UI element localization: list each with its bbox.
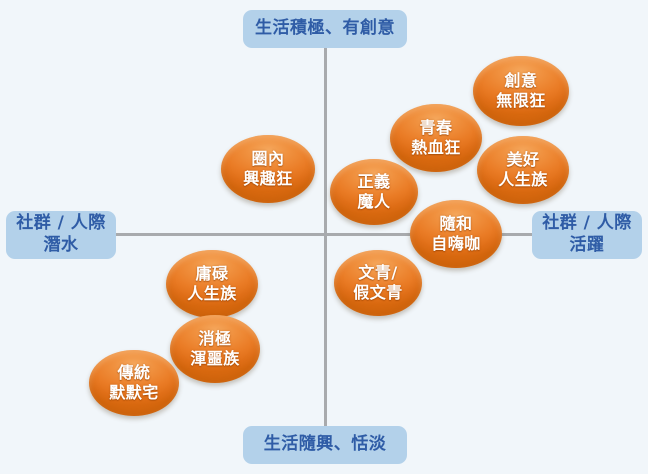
horizontal-axis-line <box>32 233 616 236</box>
axis-label-left-line1: 社群 / 人際 <box>16 213 106 234</box>
bubble-label: 圈內 興趣狂 <box>221 149 315 188</box>
axis-label-top: 生活積極、有創意 <box>243 10 407 48</box>
bubble-label-line2: 自嗨咖 <box>431 234 481 253</box>
bubble-label: 隨和 自嗨咖 <box>410 214 502 253</box>
bubble-quannei[interactable]: 圈內 興趣狂 <box>221 135 315 203</box>
bubble-label-line2: 人生族 <box>187 284 237 303</box>
bubble-meihao[interactable]: 美好 人生族 <box>477 136 569 204</box>
bubble-label-line1: 創意 <box>504 71 538 91</box>
bubble-label: 文青/ 假文青 <box>334 263 422 302</box>
axis-label-left: 社群 / 人際 潛水 <box>6 211 116 259</box>
axis-label-bottom-text: 生活隨興、恬淡 <box>263 434 387 455</box>
bubble-label-line2: 熱血狂 <box>411 138 461 157</box>
bubble-yonglu[interactable]: 庸碌 人生族 <box>166 250 258 318</box>
axis-label-left-line2: 潛水 <box>43 235 79 255</box>
bubble-chuangyi[interactable]: 創意 無限狂 <box>473 56 569 126</box>
bubble-label-line1: 庸碌 <box>195 264 229 284</box>
bubble-label-line1: 青春 <box>419 118 453 138</box>
bubble-label: 庸碌 人生族 <box>166 264 258 303</box>
bubble-label-line1: 隨和 <box>439 214 473 234</box>
bubble-label: 青春 熱血狂 <box>390 118 482 157</box>
axis-label-right-line2: 活躍 <box>569 235 605 255</box>
bubble-qingchun[interactable]: 青春 熱血狂 <box>390 104 482 172</box>
bubble-label: 正義 魔人 <box>330 172 418 211</box>
axis-label-top-text: 生活積極、有創意 <box>255 18 395 39</box>
bubble-label-line1: 文青/ <box>358 263 398 283</box>
bubble-label-line2: 人生族 <box>498 170 548 189</box>
axis-label-right: 社群 / 人際 活躍 <box>532 211 642 259</box>
bubble-label-line2: 興趣狂 <box>243 169 293 188</box>
vertical-axis-line <box>324 46 327 426</box>
bubble-label-line2: 無限狂 <box>496 91 546 110</box>
bubble-label-line1: 消極 <box>198 329 232 349</box>
bubble-label: 美好 人生族 <box>477 150 569 189</box>
bubble-label-line2: 渾噩族 <box>190 349 240 368</box>
bubble-label-line1: 傳統 <box>117 363 151 383</box>
bubble-label-line2: 默默宅 <box>109 383 159 402</box>
bubble-zhengyi[interactable]: 正義 魔人 <box>330 159 418 225</box>
axis-label-right-line1: 社群 / 人際 <box>542 213 632 234</box>
bubble-xiaoji[interactable]: 消極 渾噩族 <box>170 315 260 383</box>
bubble-label: 傳統 默默宅 <box>89 363 179 402</box>
bubble-suihe[interactable]: 隨和 自嗨咖 <box>410 200 502 268</box>
bubble-chuantong[interactable]: 傳統 默默宅 <box>89 350 179 416</box>
bubble-label: 消極 渾噩族 <box>170 329 260 368</box>
bubble-label-line2: 魔人 <box>357 192 391 211</box>
bubble-label-line1: 圈內 <box>251 149 285 169</box>
axis-label-left-text: 社群 / 人際 潛水 <box>6 213 116 257</box>
bubble-label-line1: 正義 <box>357 172 391 192</box>
bubble-label-line1: 美好 <box>506 150 540 170</box>
bubble-label-line2: 假文青 <box>353 283 403 302</box>
axis-label-bottom: 生活隨興、恬淡 <box>243 426 407 464</box>
axis-label-right-text: 社群 / 人際 活躍 <box>532 213 642 257</box>
bubble-label: 創意 無限狂 <box>473 71 569 110</box>
bubble-wenqing[interactable]: 文青/ 假文青 <box>334 250 422 316</box>
